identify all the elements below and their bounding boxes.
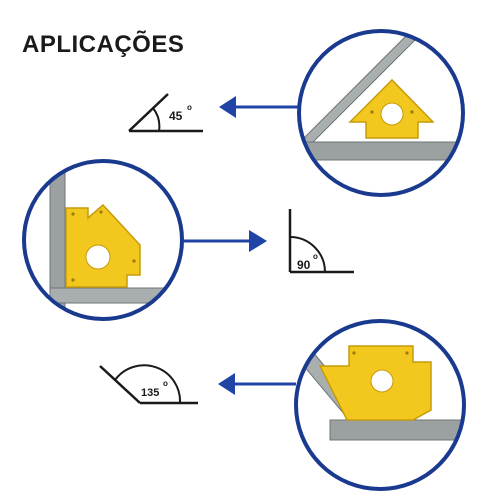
arrow-left-135 [218,373,296,395]
magnified-view-90 [22,159,184,321]
degree-mark-135: o [163,379,168,388]
angle-label-135: 135 [141,387,159,399]
angle-symbol-90: 90 o [288,209,354,274]
angle-symbol-135: 135 o [99,364,198,405]
page-title: APLICAÇÕES [22,31,185,58]
arrow-left-45 [219,96,298,118]
angle-label-90: 90 [297,258,311,272]
angle-label-45: 45 [169,109,183,123]
magnified-view-135 [294,319,466,491]
magnifier-ring-45 [297,29,465,197]
degree-mark-45: o [187,103,192,112]
angle-symbol-45: 45 o [128,93,203,133]
magnified-view-45 [297,29,465,197]
arrow-right-90 [184,230,267,252]
degree-mark-90: o [313,252,318,261]
magnifier-ring-90 [22,159,184,321]
magnifier-ring-135 [294,319,466,491]
